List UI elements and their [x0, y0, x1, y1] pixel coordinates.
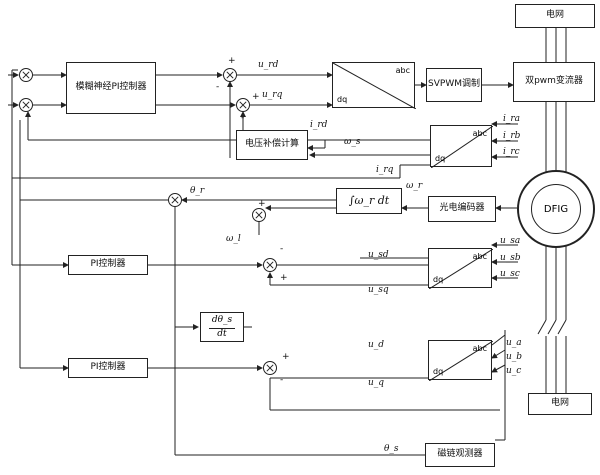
fuzzy-neural-pi-controller: 模糊神经PI控制器	[66, 62, 156, 114]
svpwm-label: SVPWM调制	[428, 79, 480, 90]
transform-diagonal-icon	[431, 126, 493, 168]
summing-junction-3	[223, 68, 237, 82]
transform-diagonal-icon	[333, 63, 416, 109]
voltage-comp-label: 电压补偿计算	[244, 139, 299, 150]
signal-omega-r: ω_r	[406, 181, 423, 191]
transform-diagonal-icon	[429, 249, 493, 289]
voltage-compensation-block: 电压补偿计算	[236, 130, 308, 160]
signal-i-rq: i_rq	[376, 165, 394, 175]
sign-plus: +	[282, 352, 290, 362]
signal-theta-s: θ_s	[384, 444, 399, 454]
signal-u-rq: u_rq	[262, 90, 283, 100]
rotor-voltage-dq-abc-transform: abc dq	[332, 62, 416, 109]
signal-u-sc: u_sc	[500, 269, 520, 279]
sign-plus: +	[252, 92, 260, 102]
derivative-denominator: dt	[209, 328, 235, 339]
summing-junction-5	[263, 258, 277, 272]
summing-junction-4	[236, 98, 250, 112]
dfig-label: DFIG	[543, 203, 569, 215]
signal-u-sd: u_sd	[368, 250, 389, 260]
signal-i-rb: i_rb	[503, 131, 521, 141]
derivative-block: dθ_s dt	[200, 312, 244, 342]
signal-i-ra: i_ra	[503, 114, 521, 124]
summing-junction-omega	[252, 208, 266, 222]
signal-theta-r: θ_r	[190, 186, 205, 196]
signal-omega-l: ω_l	[226, 234, 241, 244]
dual-pwm-converter: 双pwm变流器	[513, 62, 595, 102]
grid-top-label: 电网	[545, 10, 564, 21]
dq-label: dq	[433, 367, 444, 376]
flux-observer-label: 磁链观测器	[437, 449, 483, 460]
dfig-outer-circle	[517, 170, 595, 248]
abc-label: abc	[472, 129, 487, 138]
signal-u-b: u_b	[506, 352, 523, 362]
signal-u-c: u_c	[506, 366, 522, 376]
converter-label: 双pwm变流器	[525, 76, 583, 87]
signal-u-sa: u_sa	[500, 236, 521, 246]
svpwm-modulator: SVPWM调制	[426, 68, 482, 102]
signal-u-d: u_d	[368, 340, 385, 350]
summing-junction-6	[263, 361, 277, 375]
fuzzy-pi-label: 模糊神经PI控制器	[75, 82, 147, 93]
signal-u-a: u_a	[506, 338, 522, 348]
rotor-current-abc-dq-transform: abc dq	[430, 125, 493, 168]
grid-bottom: 电网	[528, 393, 592, 415]
signal-u-sb: u_sb	[500, 253, 521, 263]
signal-omega-s: ω_s	[344, 137, 361, 147]
sign-plus: +	[280, 273, 288, 283]
derivative-numerator: dθ_s	[211, 315, 233, 325]
sign-plus: +	[258, 199, 266, 209]
signal-u-q: u_q	[368, 378, 385, 388]
sign-minus: -	[280, 375, 284, 385]
abc-label: abc	[472, 252, 487, 261]
summing-junction-theta	[168, 193, 182, 207]
photoelectric-encoder: 光电编码器	[428, 196, 496, 222]
signal-i-rd: i_rd	[310, 120, 328, 130]
dq-label: dq	[435, 154, 446, 163]
grid-bottom-label: 电网	[550, 398, 569, 409]
dfig-machine: DFIG	[531, 184, 581, 234]
integrator-block: ∫ω_r dt	[336, 188, 402, 214]
sign-minus: -	[241, 113, 245, 123]
dq-label: dq	[433, 275, 444, 284]
sign-minus: -	[216, 82, 220, 92]
flux-observer: 磁链观测器	[425, 443, 495, 467]
integrator-label: ∫ω_r dt	[348, 194, 390, 208]
abc-label: abc	[472, 344, 487, 353]
signal-i-rc: i_rc	[503, 147, 520, 157]
stator-voltage-abc-dq-transform: abc dq	[428, 248, 493, 289]
dq-label: dq	[337, 95, 348, 104]
pi-2-label: PI控制器	[90, 362, 126, 373]
summing-junction-2	[19, 98, 33, 112]
sign-plus: +	[228, 56, 236, 66]
pi-controller-1: PI控制器	[68, 255, 148, 275]
sign-minus: -	[280, 244, 284, 254]
pi-controller-2: PI控制器	[68, 358, 148, 378]
grid-top: 电网	[515, 4, 595, 28]
encoder-label: 光电编码器	[439, 203, 485, 214]
summing-junction-1	[19, 68, 33, 82]
transform-diagonal-icon	[429, 341, 493, 381]
signal-u-rd: u_rd	[258, 60, 279, 70]
pi-1-label: PI控制器	[90, 259, 126, 270]
abc-label: abc	[395, 66, 410, 75]
signal-u-sq: u_sq	[368, 285, 389, 295]
grid-voltage-abc-dq-transform: abc dq	[428, 340, 493, 381]
